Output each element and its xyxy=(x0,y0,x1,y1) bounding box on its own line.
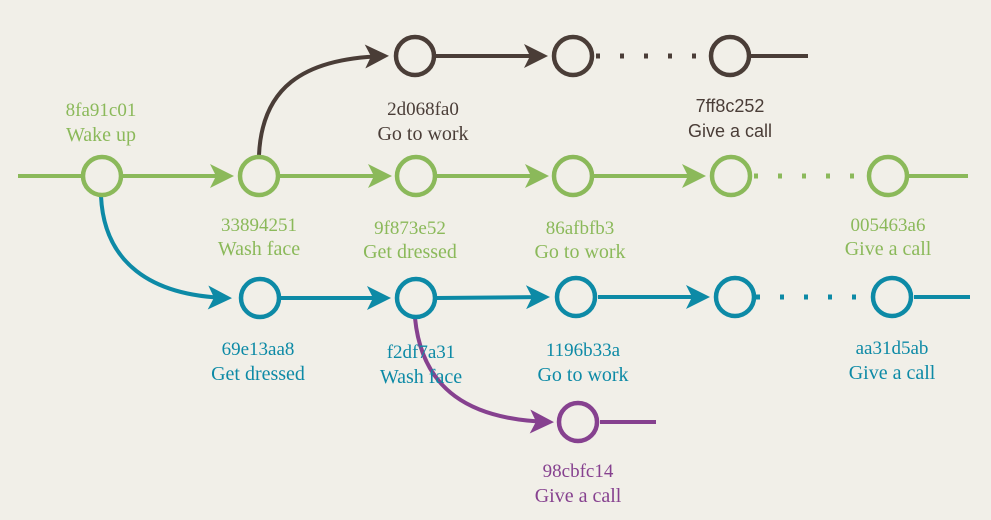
commit-node-98cbfc14[interactable] xyxy=(556,400,600,444)
commit-node-1196b33a[interactable] xyxy=(554,275,598,319)
branch-teal xyxy=(99,195,970,310)
commit-message-label: Get dressed xyxy=(363,241,457,263)
edge-teal-fork xyxy=(99,195,232,310)
commit-message-label: Go to work xyxy=(537,364,628,386)
commit-message-label: Go to work xyxy=(377,123,468,145)
commit-node-005463a6[interactable] xyxy=(866,154,910,198)
commit-message-label: Give a call xyxy=(845,238,932,260)
commit-node-2d068fa0[interactable] xyxy=(393,34,437,78)
commit-node-f2df7a31[interactable] xyxy=(394,276,438,320)
commit-message-label: Wake up xyxy=(66,124,136,146)
commit-hash-label: f2df7a31 xyxy=(387,342,456,363)
commit-node-teal-tail[interactable] xyxy=(713,275,757,319)
commit-message-label: Wash face xyxy=(218,238,300,260)
commit-node-9f873e52[interactable] xyxy=(394,154,438,198)
commit-hash-label: 33894251 xyxy=(221,215,297,236)
commit-hash-label: 86afbfb3 xyxy=(546,218,615,239)
commit-message-label: Wash face xyxy=(380,366,462,388)
commit-node-86afbfb3[interactable] xyxy=(551,154,595,198)
edge-purple-fork xyxy=(413,317,554,434)
commit-hash-label: 2d068fa0 xyxy=(387,99,459,120)
commit-node-aa31d5ab[interactable] xyxy=(870,275,914,319)
edge-teal-2 xyxy=(436,285,550,310)
commit-message-label: Go to work xyxy=(534,241,625,263)
commit-message-label: Give a call xyxy=(535,485,622,507)
commit-node-green-tail[interactable] xyxy=(709,154,753,198)
commit-message-label: Give a call xyxy=(849,362,936,384)
commit-message-label: Get dressed xyxy=(211,363,305,385)
commit-hash-label: 005463a6 xyxy=(851,215,926,236)
branch-brown xyxy=(257,44,808,156)
commit-hash-label: 9f873e52 xyxy=(374,218,446,239)
branch-purple xyxy=(413,317,656,434)
commit-hash-label: 98cbfc14 xyxy=(543,461,614,482)
commit-hash-label: aa31d5ab xyxy=(856,338,929,359)
commit-node-33894251[interactable] xyxy=(237,154,281,198)
commit-message-label: Give a call xyxy=(688,121,772,141)
commit-node-69e13aa8[interactable] xyxy=(238,276,282,320)
commit-hash-label: 7ff8c252 xyxy=(696,96,765,116)
commit-hash-label: 69e13aa8 xyxy=(222,339,295,360)
commit-hash-label: 8fa91c01 xyxy=(66,100,137,121)
commit-node-7ff8c252[interactable] xyxy=(708,34,752,78)
commit-node-8fa91c01[interactable] xyxy=(80,154,124,198)
edge-brown-fork xyxy=(257,44,389,156)
commit-node-brown-mid[interactable] xyxy=(551,34,595,78)
commit-hash-label: 1196b33a xyxy=(546,340,621,361)
